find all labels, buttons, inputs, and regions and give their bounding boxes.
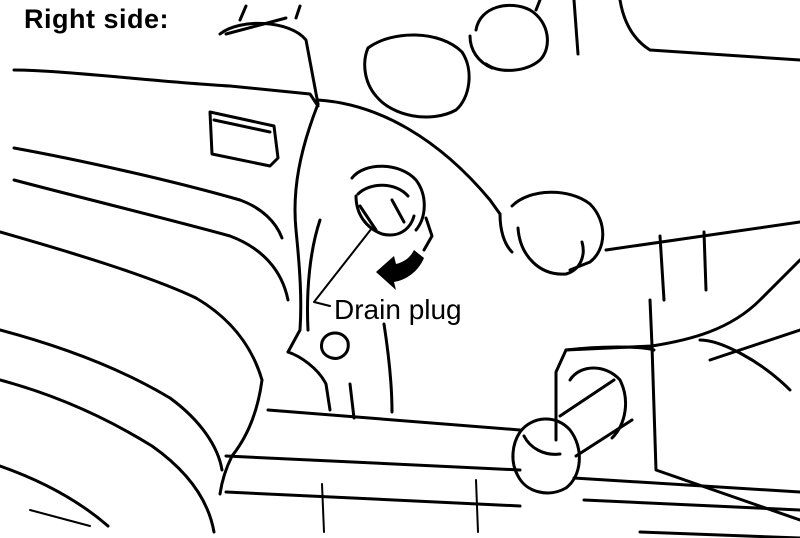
mounting-hole bbox=[320, 331, 350, 360]
pin-bolt bbox=[511, 378, 634, 495]
bracket-tab bbox=[208, 110, 280, 168]
bolt-top-right bbox=[468, 0, 800, 72]
bolt-right bbox=[498, 190, 800, 302]
drain-plug-label: Drain plug bbox=[334, 294, 462, 325]
round-cap bbox=[363, 33, 471, 119]
housing-left bbox=[0, 68, 320, 534]
pin-bracket bbox=[554, 258, 800, 522]
diagram-heading: Right side: bbox=[24, 4, 169, 34]
loosen-arrow-icon bbox=[376, 250, 424, 290]
drain-plug bbox=[350, 164, 434, 252]
upper-boss bbox=[218, 4, 320, 106]
case-panel bbox=[266, 98, 522, 432]
callout-leader bbox=[313, 227, 373, 307]
lower-rails bbox=[224, 454, 800, 538]
